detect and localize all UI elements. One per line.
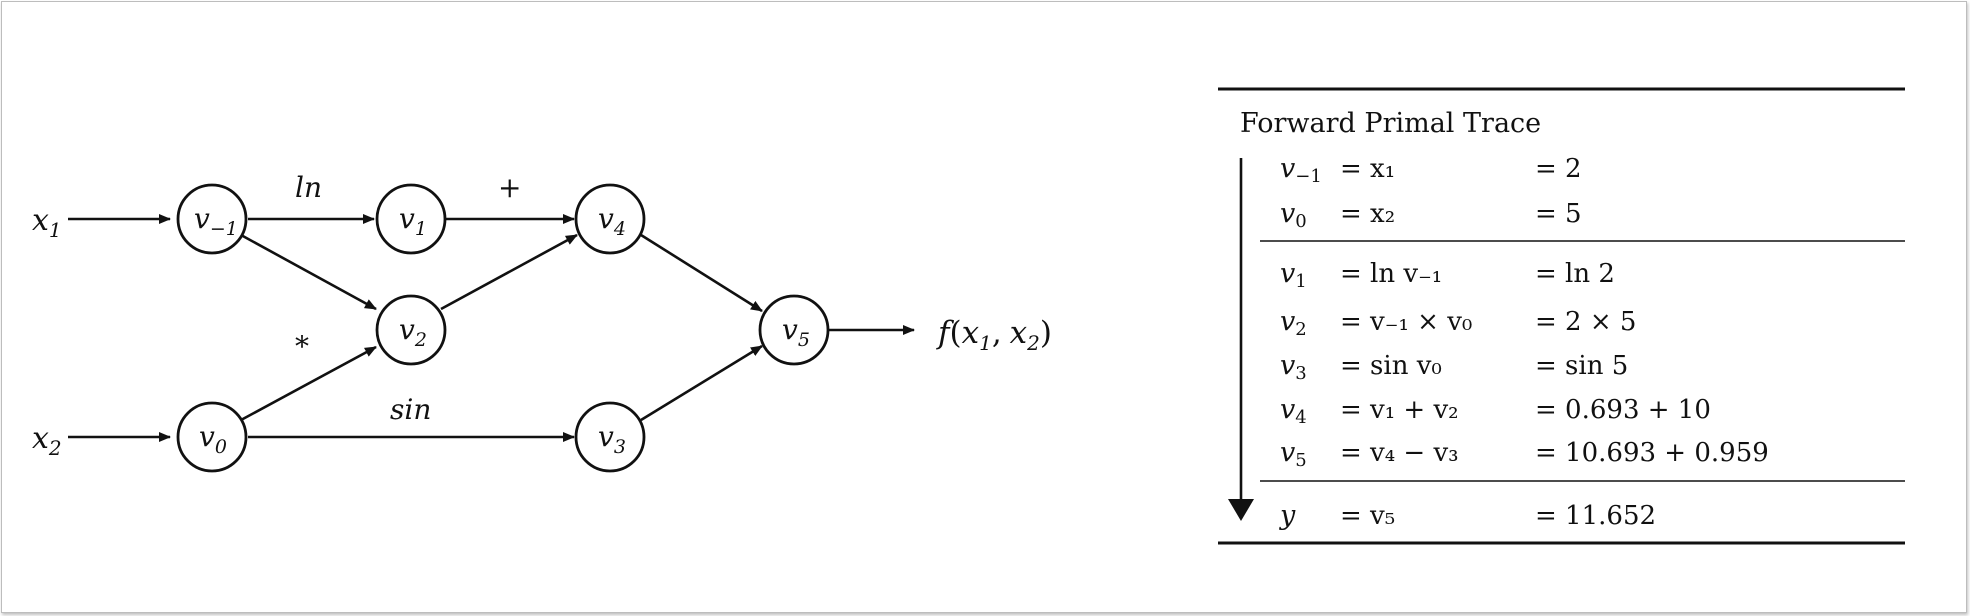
trace-expression: = ln v₋₁: [1340, 259, 1442, 289]
op-ln-label: ln: [295, 171, 322, 204]
trace-variable: v4: [1280, 394, 1307, 428]
trace-variable: y: [1279, 500, 1296, 531]
trace-row: v5 = v₄ − v₃ = 10.693 + 0.959: [1280, 437, 1769, 471]
trace-expression: = x₂: [1340, 199, 1395, 229]
node-v2: v2: [375, 294, 447, 366]
trace-value: = 2: [1535, 154, 1582, 184]
edge-v2-v4: [440, 233, 578, 311]
trace-expression: = v₄ − v₃: [1340, 438, 1459, 468]
trace-value: = 10.693 + 0.959: [1535, 438, 1769, 468]
trace-value: = sin 5: [1535, 351, 1628, 381]
trace-variable: v5: [1280, 437, 1307, 471]
svg-text:v5: v5: [782, 313, 810, 351]
trace-value: = 2 × 5: [1535, 307, 1636, 337]
trace-expression: = x₁: [1340, 154, 1395, 184]
trace-expression: = v₋₁ × v₀: [1340, 307, 1472, 337]
node-v3: v3: [574, 401, 646, 473]
svg-text:v4: v4: [598, 202, 626, 240]
node-v1: v1: [375, 183, 447, 255]
input-x2: x2: [32, 421, 62, 460]
trace-expression: = v₁ + v₂: [1340, 395, 1459, 425]
trace-row: y = v₅ = 11.652: [1279, 500, 1656, 531]
trace-value: = 5: [1535, 199, 1582, 229]
edge-v0-v2: [240, 345, 377, 422]
svg-text:v3: v3: [598, 420, 626, 458]
svg-text:v1: v1: [399, 202, 427, 240]
trace-row: v−1 = x₁ = 2: [1280, 153, 1582, 187]
op-times-label: *: [295, 330, 309, 363]
svg-text:v2: v2: [399, 313, 427, 351]
down-arrow-icon: [1228, 499, 1254, 521]
op-sin-label: sin: [390, 393, 431, 426]
output-f-label: f(x1,x2): [936, 315, 1052, 355]
svg-text:v−1: v−1: [194, 202, 238, 240]
trace-value: = ln 2: [1535, 259, 1615, 289]
node-v-minus-1: v−1: [176, 183, 248, 255]
input-x1: x1: [32, 203, 62, 242]
trace-variable: v2: [1280, 306, 1307, 340]
edge-v3-v5: [640, 344, 763, 422]
forward-primal-trace: Forward Primal Trace v−1 = x₁ = 2 v0 = x₂ = 5…: [1218, 87, 1905, 545]
trace-variable: v1: [1280, 258, 1307, 292]
trace-expression: = sin v₀: [1340, 351, 1442, 381]
trace-row: v2 = v₋₁ × v₀ = 2 × 5: [1280, 306, 1636, 340]
node-v4: v4: [574, 183, 646, 255]
edge-v4-v5: [640, 233, 763, 313]
trace-row: v1 = ln v₋₁ = ln 2: [1280, 258, 1615, 292]
trace-row: v3 = sin v₀ = sin 5: [1280, 350, 1628, 384]
op-plus-label: +: [498, 171, 521, 204]
trace-row: v4 = v₁ + v₂ = 0.693 + 10: [1280, 394, 1711, 428]
node-v5: v5: [758, 294, 830, 366]
trace-value: = 11.652: [1535, 501, 1656, 531]
trace-value: = 0.693 + 10: [1535, 395, 1711, 425]
trace-rows: v−1 = x₁ = 2 v0 = x₂ = 5 v1 = ln v₋₁ = ln 2 v2 = v…: [1279, 153, 1769, 531]
trace-variable: v0: [1280, 198, 1307, 232]
trace-row: v0 = x₂ = 5: [1280, 198, 1582, 232]
edge-vm1-v2: [240, 233, 377, 311]
svg-text:v0: v0: [199, 420, 227, 458]
trace-title: Forward Primal Trace: [1240, 108, 1541, 139]
trace-variable: v3: [1280, 350, 1307, 384]
trace-expression: = v₅: [1340, 501, 1395, 531]
computational-graph: x1 x2 v−1 v0 v1 v2 v3 v4 v5: [32, 171, 1052, 473]
trace-variable: v−1: [1280, 153, 1322, 187]
node-v0: v0: [176, 401, 248, 473]
